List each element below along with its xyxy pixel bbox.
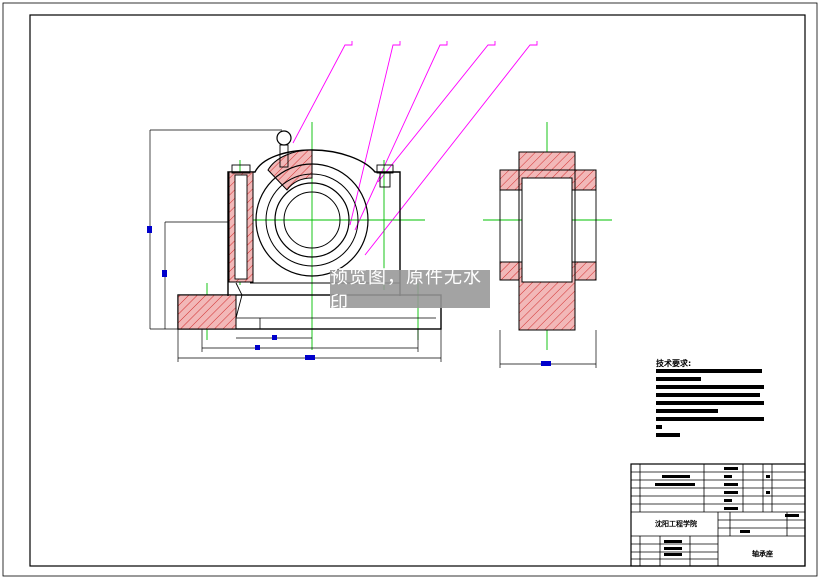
dimension-lines xyxy=(149,129,597,368)
tech-requirements-lines xyxy=(656,369,764,437)
dimension-marks xyxy=(147,226,551,366)
title-block-company: 沈阳工程学院 xyxy=(655,520,697,528)
watermark-banner: 预览图，原件无水印 xyxy=(330,267,490,314)
leader-lines xyxy=(292,41,538,256)
title-block xyxy=(630,463,806,567)
bore-circle xyxy=(274,182,350,258)
lifting-eye xyxy=(276,130,292,146)
cap-section xyxy=(267,149,313,191)
technical-requirements-title: 技术要求: xyxy=(656,359,692,368)
base-hatch-left xyxy=(177,294,237,330)
outer-ring xyxy=(255,163,369,277)
title-block-redactions xyxy=(655,467,799,556)
title-block-drawing-name: 轴承座 xyxy=(752,550,773,558)
side-view xyxy=(499,151,597,331)
inner-border xyxy=(29,14,806,567)
